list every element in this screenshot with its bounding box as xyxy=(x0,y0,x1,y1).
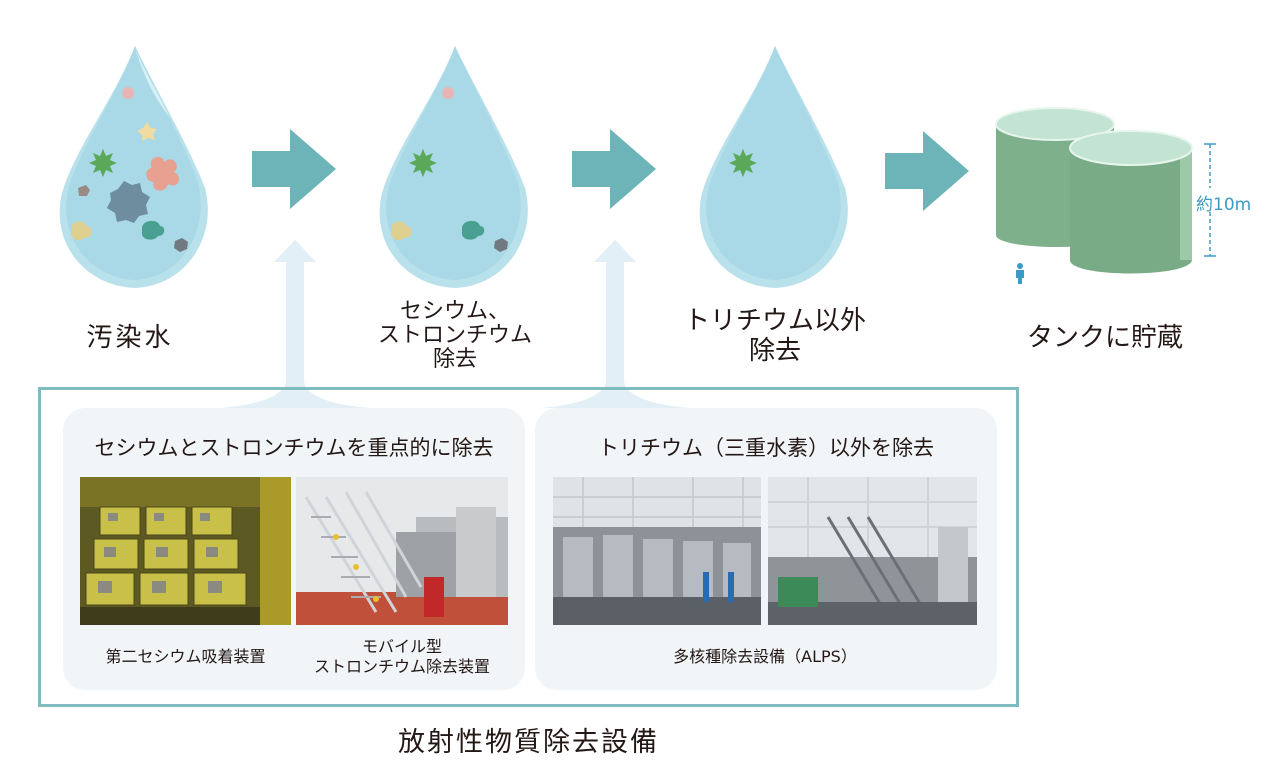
panel-title: セシウムとストロンチウムを重点的に除去 xyxy=(94,436,494,460)
caption-line: 多核種除去設備（ALPS） xyxy=(673,647,857,666)
stage-label-contaminated-water: 汚染水 xyxy=(86,323,174,353)
cesium-strontium-panel: セシウムとストロンチウムを重点的に除去 xyxy=(63,408,525,690)
system-title: 放射性物質除去設備 xyxy=(398,727,659,758)
tritium-only-drop xyxy=(699,46,848,288)
mobile-strontium-removal-photo xyxy=(296,477,508,625)
contaminated-water-drop xyxy=(59,46,208,288)
caption-line: ストロンチウム除去装置 xyxy=(313,657,490,676)
tank-height-label: 約10m xyxy=(1196,195,1252,215)
equipment-frame xyxy=(38,387,1019,707)
flow-arrow-3 xyxy=(885,131,969,211)
remaining-particles xyxy=(391,87,508,252)
caption-line: 第二セシウム吸着装置 xyxy=(105,647,266,666)
height-dimension-line xyxy=(1204,143,1216,257)
photo-caption: モバイル型 ストロンチウム除去装置 xyxy=(296,637,508,677)
panel-title: トリチウム（三重水素）以外を除去 xyxy=(598,436,934,460)
stage-label-line: 除去 xyxy=(748,336,801,366)
stage-label-line: トリチウム以外 xyxy=(683,306,866,336)
stage-label-non-tritium-removal: トリチウム以外 除去 xyxy=(660,306,890,366)
photo-caption: 多核種除去設備（ALPS） xyxy=(553,647,977,667)
photo-caption: 第二セシウム吸着装置 xyxy=(80,647,291,667)
stage-label-line: セシウム、 xyxy=(399,299,510,324)
contaminant-particles xyxy=(71,87,188,252)
flow-arrow-1 xyxy=(252,129,336,209)
alps-photo-2 xyxy=(768,477,977,625)
person-icon xyxy=(1016,263,1024,284)
tritium-particle xyxy=(729,149,757,177)
stage-label-cesium-removal: セシウム、 ストロンチウム 除去 xyxy=(350,300,560,372)
second-cesium-adsorption-photo xyxy=(80,477,291,625)
flow-arrow-2 xyxy=(572,129,656,209)
up-arrow-2 xyxy=(540,240,690,408)
stage-label-line: ストロンチウム xyxy=(377,323,532,348)
tritium-exclusion-panel: トリチウム（三重水素）以外を除去 xyxy=(535,408,997,690)
up-arrow-1 xyxy=(220,240,370,408)
cesium-removed-drop xyxy=(379,46,528,288)
caption-line: モバイル型 xyxy=(361,637,442,656)
stage-label-line: 除去 xyxy=(432,347,477,372)
alps-photo-1 xyxy=(553,477,761,625)
stage-label-tank-storage: タンクに貯蔵 xyxy=(1026,323,1183,353)
storage-tanks xyxy=(995,107,1216,284)
